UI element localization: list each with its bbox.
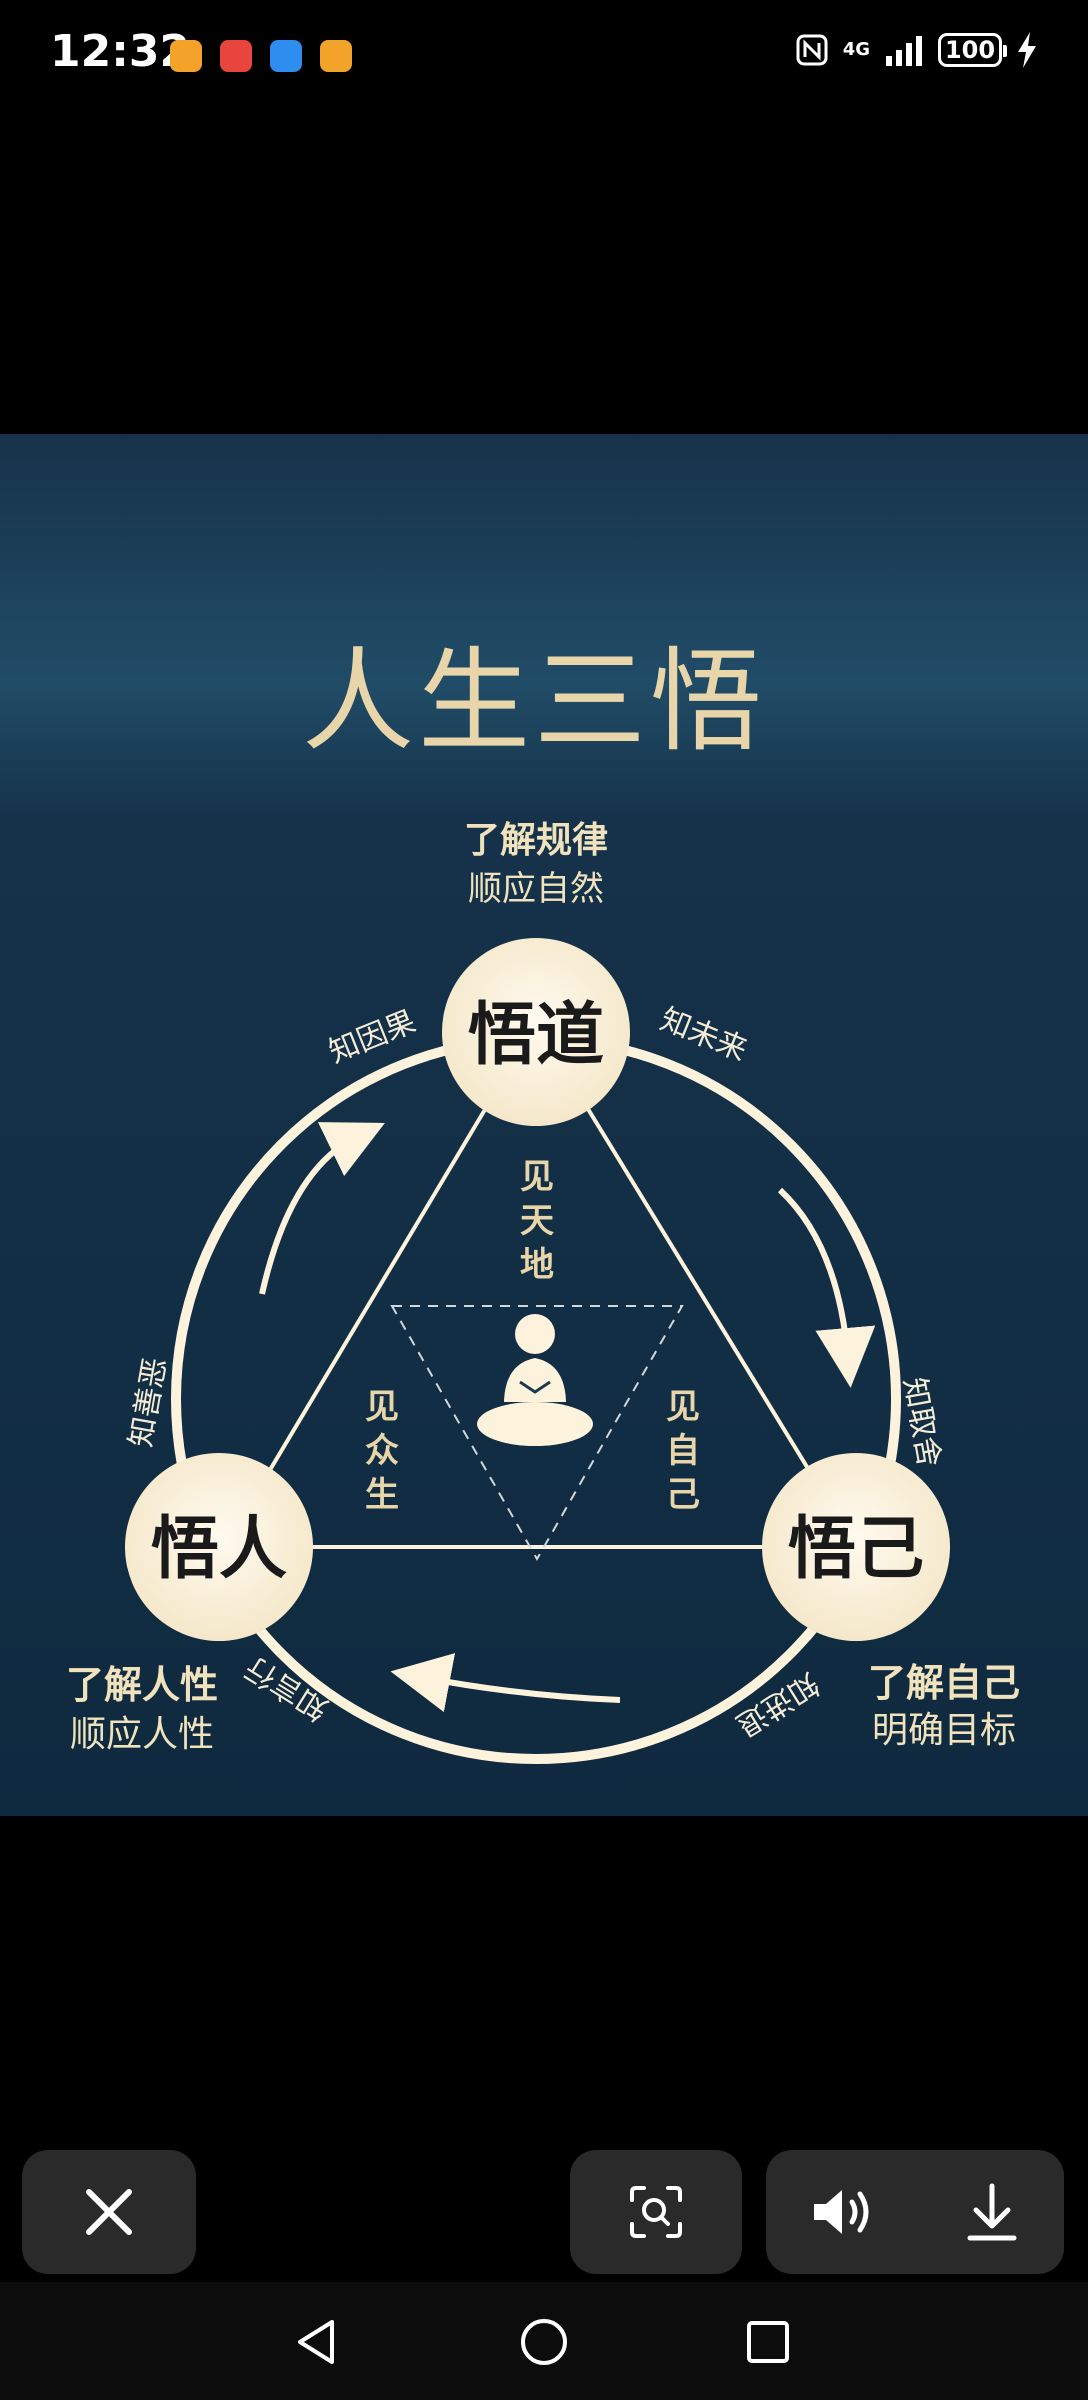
inner-label-top-char: 天 [520,1201,554,1241]
inner-dashed-triangle [390,1305,684,1562]
navigation-bar [0,2282,1088,2400]
app-badge-icon [170,40,202,72]
node-right-label: 悟己 [788,1510,924,1589]
arrow-left-up [259,1122,385,1295]
inner-label-right-char: 自 [666,1431,700,1471]
status-bar: 12:32 4G 100 [0,0,1088,110]
node-left: 悟人 [125,1453,313,1641]
volume-icon[interactable] [810,2184,876,2240]
main-triangle [220,1020,860,1549]
image-viewer[interactable]: 人生三悟 了解规律 顺应自然 悟道 悟人 [0,434,1088,1816]
nav-home-button[interactable] [504,2302,584,2382]
node-right: 悟己 [762,1453,950,1641]
top-caption-line2: 顺应自然 [468,869,604,909]
inner-label-left: 见众生 [365,1387,399,1515]
diagram-title: 人生三悟 [302,637,766,767]
meditating-figure-icon [477,1314,593,1446]
close-icon [86,2189,132,2235]
signal-icon [886,36,922,66]
arrow-bottom-left [390,1653,621,1713]
huawei-app-icon [220,40,252,72]
media-controls [766,2150,1064,2274]
arrow-right-down [777,1187,876,1388]
node-top-label: 悟道 [468,996,604,1075]
right-caption-line1: 了解自己 [868,1661,1020,1705]
left-caption-line2: 顺应人性 [70,1714,214,1755]
inner-label-right-char: 见 [666,1387,700,1427]
left-caption-line1: 了解人性 [66,1663,218,1707]
node-top: 悟道 [442,938,630,1126]
nav-back-button[interactable] [276,2302,356,2382]
inner-label-left-char: 众 [365,1431,399,1471]
back-icon [298,2320,334,2364]
battery-indicator: 100 [938,33,1007,67]
charging-icon [1018,32,1036,68]
nfc-icon [796,34,828,66]
close-button[interactable] [22,2150,196,2274]
inner-label-top: 见天地 [520,1157,554,1285]
inner-label-top-char: 见 [520,1157,554,1197]
download-icon[interactable] [964,2182,1020,2242]
top-caption-line1: 了解规律 [464,820,608,861]
node-left-label: 悟人 [151,1510,287,1589]
inner-label-left-char: 生 [365,1475,399,1515]
inner-label-left-char: 见 [365,1387,399,1427]
inner-label-right-char: 己 [666,1475,700,1515]
battery-level: 100 [944,36,996,64]
inner-label-right: 见自己 [666,1387,700,1515]
app-badge-icon [320,40,352,72]
right-caption-line2: 明确目标 [872,1710,1016,1751]
home-icon [521,2319,567,2365]
visual-search-icon [630,2186,682,2238]
recents-icon [747,2321,789,2363]
status-time: 12:32 [50,26,191,77]
nav-recents-button[interactable] [728,2302,808,2382]
weather-icon [270,40,302,72]
diagram-image: 人生三悟 了解规律 顺应自然 悟道 悟人 [0,434,1088,1816]
visual-search-button[interactable] [570,2150,742,2274]
network-type: 4G [842,39,870,60]
inner-label-top-char: 地 [520,1245,554,1285]
